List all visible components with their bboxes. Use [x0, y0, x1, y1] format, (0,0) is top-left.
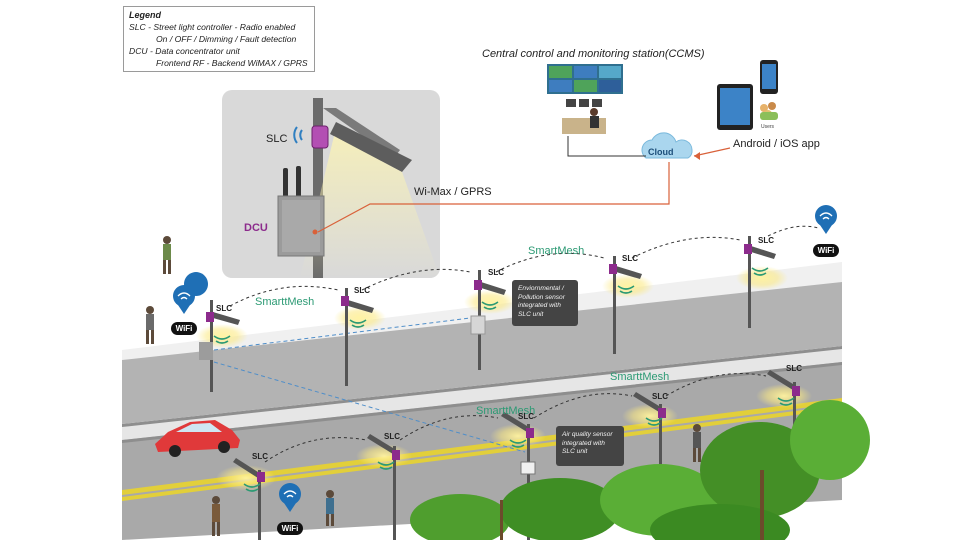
app-label: Android / iOS app [733, 138, 820, 150]
street-light [602, 256, 654, 354]
legend-line: On / OFF / Dimming / Fault detection [156, 34, 297, 44]
slc-tag: SLC [518, 412, 534, 421]
users-icon [760, 102, 778, 120]
wimax-label: Wi-Max / GPRS [414, 186, 492, 198]
pedestrian [326, 490, 334, 526]
dcu-port [312, 229, 318, 235]
upper-road [122, 282, 842, 424]
lamp-beam-inset [300, 136, 440, 278]
cloud-icon [641, 132, 693, 159]
pedestrian [693, 424, 701, 462]
wifi-pins [173, 205, 837, 512]
pole-inset [313, 98, 323, 278]
wifi-pin-icon [173, 272, 208, 314]
pedestrian [163, 236, 171, 274]
legend-title: Legend [129, 10, 162, 20]
ccms-cloud-link [567, 136, 646, 157]
dcu-link-lower [213, 361, 526, 453]
dcu-cloud-link [317, 162, 670, 233]
street-light [736, 236, 788, 328]
trees [410, 400, 870, 540]
street-light-row-lower [216, 370, 812, 540]
curb-lower [122, 362, 842, 443]
ccms-station [547, 64, 623, 134]
pedestrian [212, 496, 220, 536]
wifi-badge: WiFi [171, 322, 197, 335]
street-light-row-upper [196, 236, 788, 392]
legend-line: SLC - Street light controller - Radio en… [129, 22, 296, 32]
mesh-label: SmarttMesh [255, 296, 315, 308]
wifi-pin-icon [279, 483, 301, 512]
wifi-badge: WiFi [813, 244, 839, 257]
street-light [490, 412, 546, 540]
legend-line: DCU - Data concentrator unit [129, 46, 240, 56]
mesh-label: SmarttMesh [610, 371, 670, 383]
signal-icon [293, 126, 303, 144]
pedestrian [146, 306, 154, 344]
dcu-inset-panel [222, 90, 440, 278]
mesh-label: SmartMesh [528, 245, 585, 257]
mesh-arcs [229, 225, 819, 463]
legend-box: Legend SLC - Street light controller - R… [123, 6, 315, 72]
slc-inset-label: SLC [266, 133, 288, 145]
dcu-link-upper [213, 317, 471, 351]
mobile-devices [717, 60, 778, 130]
curb-upper [122, 346, 842, 427]
slc-tag: SLC [758, 236, 774, 245]
lamp-head-inset [330, 122, 412, 172]
dcu-label: DCU [244, 222, 268, 234]
air-sensor-note: Air quality sensor integrated with SLC u… [556, 426, 624, 466]
slc-tag: SLC [786, 364, 802, 373]
pedestrians [146, 236, 701, 536]
street-light [196, 300, 248, 392]
env-sensor-note: Enviornmental / Pollution sensor integra… [512, 280, 578, 326]
wifi-pin-icon [815, 205, 837, 234]
mesh-label: SmarttMesh [476, 405, 536, 417]
ccms-label: Central control and monitoring station(C… [482, 48, 705, 60]
operator [590, 108, 598, 116]
street-light [356, 434, 412, 540]
slc-tag: SLC [652, 392, 668, 401]
middle-pavement [122, 346, 842, 440]
slc-tag: SLC [488, 268, 504, 277]
cloud-label: Cloud [648, 147, 674, 157]
desk [562, 118, 606, 134]
legend-line: Frontend RF - Backend WiMAX / GPRS [156, 58, 308, 68]
slc-module-inset [311, 125, 329, 149]
street-light [216, 458, 276, 540]
street-light [464, 270, 516, 370]
car [155, 420, 240, 457]
mesh-signal-icons [213, 267, 795, 492]
wifi-badge: WiFi [277, 522, 303, 535]
users-label: Users [761, 124, 775, 130]
antenna-left [283, 168, 288, 198]
slc-tag: SLC [622, 254, 638, 263]
slc-tag: SLC [252, 452, 268, 461]
antenna-right [296, 166, 301, 198]
slc-tag: SLC [354, 286, 370, 295]
street-light [334, 288, 386, 386]
slc-tag: SLC [216, 304, 232, 313]
slc-tag: SLC [384, 432, 400, 441]
